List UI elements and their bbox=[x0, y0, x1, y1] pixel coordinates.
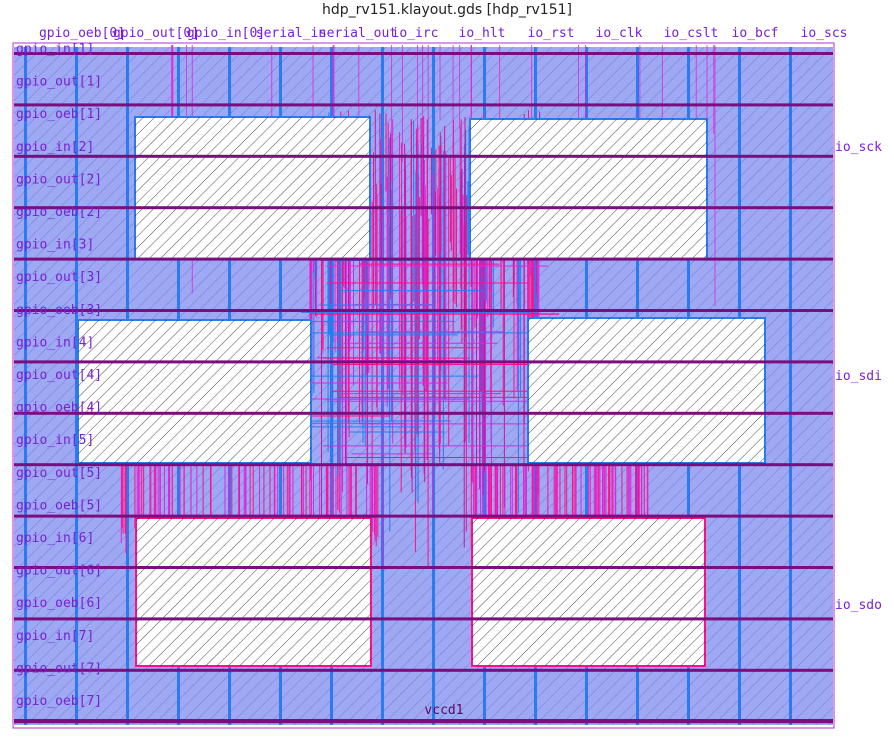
pin-label[interactable]: io_clk bbox=[596, 26, 643, 41]
pin-label[interactable]: io_irc bbox=[392, 26, 439, 41]
power-rail bbox=[14, 514, 833, 518]
pins-left: gpio_in[1] gpio_out[1] gpio_oeb[1] gpio_in[… bbox=[16, 42, 102, 709]
macro-block[interactable] bbox=[472, 518, 705, 666]
power-rail bbox=[14, 463, 833, 467]
pin-label[interactable]: io_sck bbox=[835, 140, 882, 155]
pin-label[interactable]: io_rst bbox=[528, 26, 575, 41]
pin-label[interactable]: io_sdi bbox=[835, 369, 882, 384]
macro-block[interactable] bbox=[135, 117, 370, 259]
pin-label[interactable]: gpio_in[4] bbox=[16, 335, 94, 350]
power-rail bbox=[14, 617, 833, 621]
power-rails bbox=[14, 52, 833, 724]
pin-label[interactable]: gpio_in[7] bbox=[16, 629, 94, 644]
macro-block[interactable] bbox=[78, 320, 311, 463]
pin-label[interactable]: gpio_oeb[7] bbox=[16, 694, 102, 709]
pin-label[interactable]: vccd1 bbox=[424, 703, 463, 718]
pins-top: gpio_oeb[0]gpio_out[0]gpio_in[0]serial_i… bbox=[39, 26, 848, 41]
power-rail bbox=[14, 360, 833, 364]
power-rail bbox=[14, 411, 833, 415]
power-stripe bbox=[75, 47, 78, 725]
power-stripe bbox=[789, 47, 792, 725]
pin-label[interactable]: gpio_out[3] bbox=[16, 270, 102, 285]
pins-bottom: vccd1 bbox=[424, 703, 463, 718]
power-stripe bbox=[24, 47, 27, 725]
power-rail bbox=[14, 566, 833, 569]
pin-label[interactable]: gpio_in[3] bbox=[16, 238, 94, 253]
pin-label[interactable]: gpio_oeb[2] bbox=[16, 205, 102, 220]
pin-label[interactable]: io_hlt bbox=[459, 26, 506, 41]
macro-block[interactable] bbox=[470, 119, 707, 259]
macro-blocks bbox=[77, 116, 766, 667]
layout-view[interactable]: gpio_oeb[0]gpio_out[0]gpio_in[0]serial_i… bbox=[0, 22, 894, 735]
pin-label[interactable]: gpio_in[6] bbox=[16, 531, 94, 546]
power-rail bbox=[14, 52, 833, 55]
pin-label[interactable]: gpio_oeb[4] bbox=[16, 401, 102, 416]
pin-label[interactable]: gpio_oeb[6] bbox=[16, 596, 102, 611]
die-boundary bbox=[12, 42, 835, 729]
pin-label[interactable]: gpio_out[7] bbox=[16, 661, 102, 676]
power-rail bbox=[14, 103, 833, 107]
pin-label[interactable]: gpio_in[2] bbox=[16, 140, 94, 155]
pin-label[interactable]: gpio_in[0] bbox=[187, 26, 265, 41]
layout-canvas[interactable]: gpio_oeb[0]gpio_out[0]gpio_in[0]serial_i… bbox=[0, 22, 894, 735]
pin-label[interactable]: gpio_oeb[1] bbox=[16, 107, 102, 122]
pin-label[interactable]: gpio_out[0] bbox=[113, 26, 199, 41]
macro-block[interactable] bbox=[136, 518, 371, 666]
pin-label[interactable]: gpio_oeb[3] bbox=[16, 303, 102, 318]
pin-label[interactable]: gpio_in[1] bbox=[16, 42, 94, 57]
window-titlebar: hdp_rv151.klayout.gds [hdp_rv151] bbox=[0, 0, 894, 23]
power-rail bbox=[14, 206, 833, 210]
window-title: hdp_rv151.klayout.gds [hdp_rv151] bbox=[322, 2, 572, 18]
pin-label[interactable]: gpio_out[4] bbox=[16, 368, 102, 383]
macro-block[interactable] bbox=[528, 318, 765, 463]
power-rail bbox=[14, 668, 833, 672]
pin-label[interactable]: gpio_oeb[0] bbox=[39, 26, 125, 41]
pin-label[interactable]: serial_out bbox=[319, 26, 397, 41]
pin-label[interactable]: gpio_out[5] bbox=[16, 466, 102, 481]
power-rail bbox=[14, 154, 833, 158]
power-stripe bbox=[432, 47, 435, 725]
pin-label[interactable]: gpio_in[5] bbox=[16, 433, 94, 448]
pins-right: io_sck io_sdi io_sdo bbox=[835, 140, 882, 613]
pin-label[interactable]: io_bcf bbox=[732, 26, 779, 41]
pin-label[interactable]: gpio_out[2] bbox=[16, 172, 102, 187]
power-rail bbox=[14, 309, 833, 312]
pin-label[interactable]: serial_in bbox=[256, 26, 326, 41]
pin-label[interactable]: io_sdo bbox=[835, 598, 882, 613]
pin-label[interactable]: gpio_out[6] bbox=[16, 564, 102, 579]
pin-label[interactable]: gpio_oeb[5] bbox=[16, 498, 102, 513]
pin-label[interactable]: io_scs bbox=[801, 26, 848, 41]
pin-label[interactable]: gpio_out[1] bbox=[16, 75, 102, 90]
power-stripe bbox=[330, 47, 333, 725]
power-rail bbox=[14, 719, 833, 722]
pin-label[interactable]: io_cslt bbox=[664, 26, 719, 41]
power-rail bbox=[14, 257, 833, 261]
